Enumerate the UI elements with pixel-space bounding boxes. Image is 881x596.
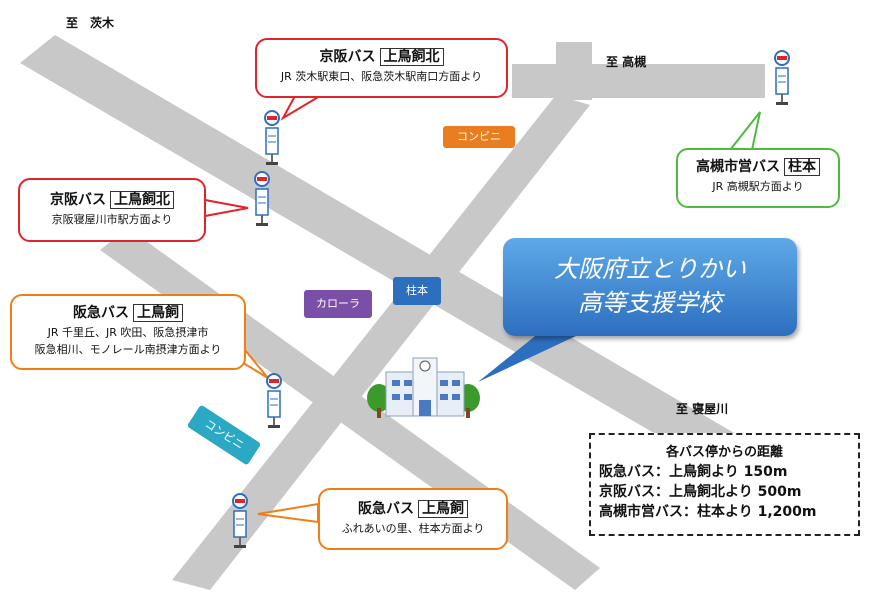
bus-stop-name: 上鳥飼北 xyxy=(379,48,444,66)
distance-row: 京阪バス：上鳥飼北より 500m xyxy=(599,484,802,500)
distance-legend: 各バス停からの距離 阪急バス：上鳥飼より 150m 京阪バス：上鳥飼北より 50… xyxy=(589,433,860,536)
bus-route-note: JR 高槻駅方面より xyxy=(712,180,804,193)
school-title: 大阪府立とりかい 高等支援学校 xyxy=(503,238,797,336)
hashiramoto-tag: 柱本 xyxy=(393,277,441,305)
bus-route-note: 京阪寝屋川市駅方面より xyxy=(51,213,173,226)
bus-stop-icon xyxy=(774,50,790,105)
convenience-store-tag: コンビニ xyxy=(443,126,515,148)
callout-keihan-top: 京阪バス上鳥飼北 JR 茨木駅東口、阪急茨木駅南口方面より xyxy=(255,38,508,98)
direction-ibaraki: 至 茨木 xyxy=(66,16,115,30)
callout-tail-takatsuki xyxy=(727,111,761,151)
bus-company: 高槻市営バス xyxy=(696,159,780,175)
bus-company: 阪急バス xyxy=(73,305,129,321)
bus-route-note: JR 茨木駅東口、阪急茨木駅南口方面より xyxy=(280,70,483,83)
distance-heading: 各バス停からの距離 xyxy=(665,445,783,460)
bus-stop-name: 上鳥飼 xyxy=(133,304,183,322)
bus-route-note: JR 千里丘、JR 吹田、阪急摂津市 xyxy=(47,326,209,339)
bus-route-note: ふれあいの里、柱本方面より xyxy=(341,522,485,535)
callout-takatsuki: 高槻市営バス柱本 JR 高槻駅方面より xyxy=(676,148,840,208)
bus-stop-icon xyxy=(254,171,270,226)
distance-row: 阪急バス：上鳥飼より 150m xyxy=(599,464,788,480)
bus-stop-name: 上鳥飼 xyxy=(418,500,468,518)
bus-stop-name: 上鳥飼北 xyxy=(110,191,174,209)
school-title-line1: 大阪府立とりかい xyxy=(554,255,746,283)
bus-company: 京阪バス xyxy=(319,49,376,65)
callout-hankyu-left: 阪急バス上鳥飼 JR 千里丘、JR 吹田、阪急摂津市 阪急相川、モノレール南摂津… xyxy=(10,294,246,370)
bus-stop-icon xyxy=(264,110,280,165)
direction-neyagawa: 至 寝屋川 xyxy=(676,402,729,416)
school-title-line2: 高等支援学校 xyxy=(578,289,722,317)
bus-route-note: 阪急相川、モノレール南摂津方面より xyxy=(34,343,222,356)
distance-row: 高槻市営バス：柱本より 1,200m xyxy=(599,504,817,520)
bus-stop-icon xyxy=(232,493,248,548)
school-building-icon xyxy=(367,357,480,418)
bus-company: 京阪バス xyxy=(50,192,106,208)
bus-stop-name: 柱本 xyxy=(784,158,820,176)
road-takatsuki xyxy=(512,64,765,98)
road-north-south xyxy=(172,95,590,590)
callout-keihan-left: 京阪バス上鳥飼北 京阪寝屋川市駅方面より xyxy=(18,178,206,242)
corolla-tag: カローラ xyxy=(304,290,372,318)
direction-takatsuki: 至 高槻 xyxy=(606,55,647,69)
bus-company: 阪急バス xyxy=(358,501,414,517)
callout-tail-keihan-top xyxy=(280,95,324,121)
callout-hankyu-bottom: 阪急バス上鳥飼 ふれあいの里、柱本方面より xyxy=(318,488,508,550)
bus-stop-icon xyxy=(266,373,282,428)
callout-tail-keihan-left xyxy=(204,198,249,218)
